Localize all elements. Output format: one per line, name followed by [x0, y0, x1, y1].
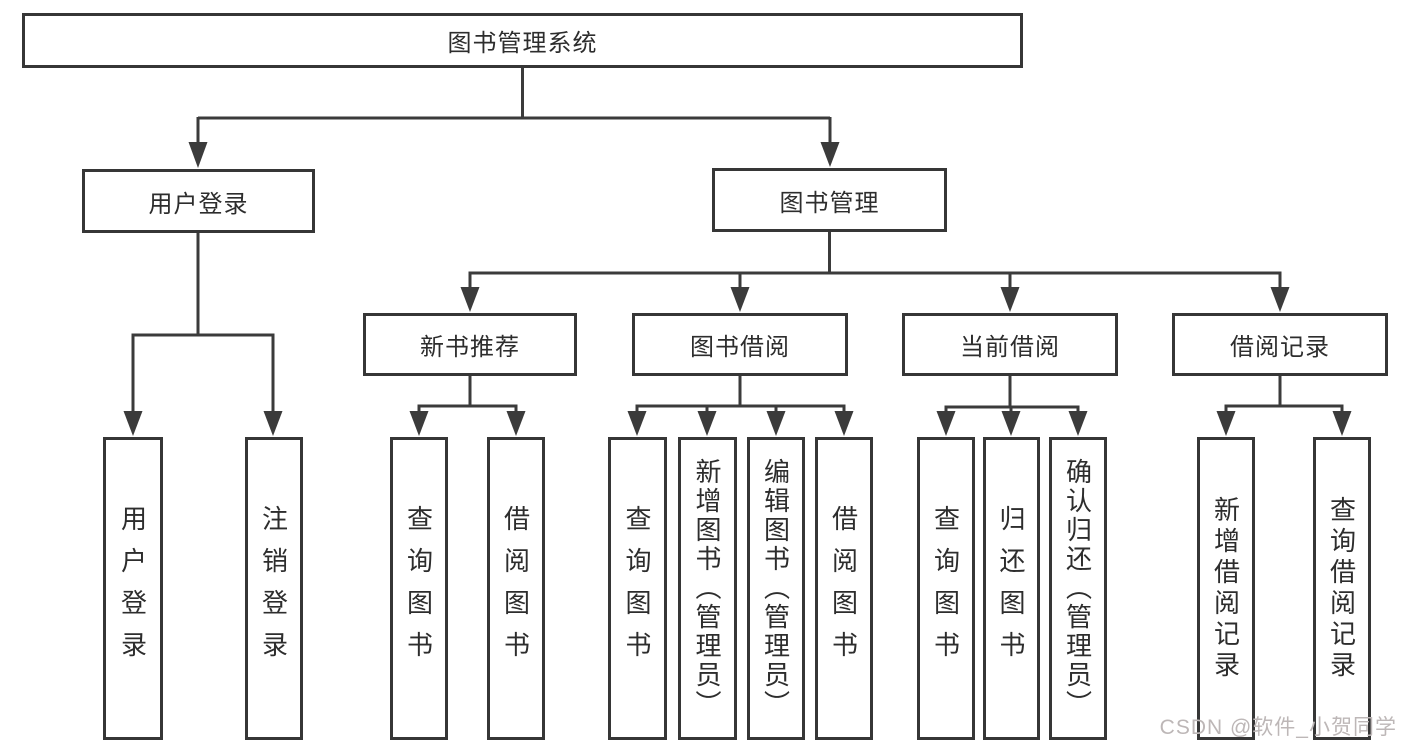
leaf-return-books: 归还图书 [983, 437, 1040, 740]
leaf-logout: 注销登录 [245, 437, 303, 740]
arrowhead [188, 142, 208, 168]
leaf-edit-books-admin: 编辑图书（管理员） [747, 437, 805, 740]
leaf-add-borrow-record: 新增借阅记录 [1197, 437, 1255, 740]
node-label: 用户登录 [117, 504, 148, 673]
node-current-borrowing: 当前借阅 [902, 313, 1118, 376]
node-label: 查询图书 [930, 504, 961, 673]
arrowhead [409, 411, 429, 436]
connector-root-to-level2 [188, 68, 840, 168]
leaf-query-borrow-record: 查询借阅记录 [1313, 437, 1371, 740]
leaf-query-books-1: 查询图书 [390, 437, 448, 740]
node-label: 图书借阅 [690, 334, 790, 361]
arrowhead [697, 411, 717, 436]
node-label: 当前借阅 [960, 334, 1060, 361]
arrowhead [263, 411, 283, 436]
node-label: 新书推荐 [420, 334, 520, 361]
node-library-management-system: 图书管理系统 [22, 13, 1023, 68]
leaf-borrow-books-1: 借阅图书 [487, 437, 545, 740]
leaf-user-login: 用户登录 [103, 437, 163, 740]
arrowhead [123, 411, 143, 436]
node-label: 借阅图书 [828, 504, 859, 673]
connector-borrow-records-branch [1216, 376, 1352, 436]
csdn-watermark: CSDN @软件_小贺同学 [1159, 716, 1397, 739]
connector-user-login-branch [123, 233, 283, 436]
arrowhead [506, 411, 526, 436]
leaf-add-books-admin: 新增图书（管理员） [678, 437, 737, 740]
node-borrowing-records: 借阅记录 [1172, 313, 1388, 376]
leaf-query-books-3: 查询图书 [917, 437, 975, 740]
arrowhead [834, 411, 854, 436]
node-label: 图书管理系统 [447, 30, 598, 57]
node-label: 图书管理 [779, 189, 880, 217]
node-label: 借阅记录 [1230, 334, 1330, 361]
node-label: 查询图书 [403, 504, 434, 673]
arrowhead [1001, 411, 1021, 436]
connector-book-borrow-branch [627, 376, 854, 436]
node-label: 查询借阅记录 [1326, 495, 1357, 682]
node-label: 归还图书 [996, 504, 1026, 673]
node-label: 注销登录 [258, 504, 289, 673]
arrowhead [1000, 287, 1020, 312]
node-book-management: 图书管理 [712, 168, 947, 232]
arrowhead [627, 411, 647, 436]
node-label: 用户登录 [148, 190, 249, 218]
node-book-borrowing: 图书借阅 [632, 313, 848, 376]
arrowhead [766, 411, 786, 436]
connector-book-mgmt-branch [460, 232, 1290, 312]
arrowhead [730, 287, 750, 312]
node-label: 新增借阅记录 [1210, 495, 1241, 682]
node-new-book-recommendation: 新书推荐 [363, 313, 577, 376]
leaf-borrow-books-2: 借阅图书 [815, 437, 873, 740]
leaf-confirm-return-admin: 确认归还（管理员） [1049, 437, 1107, 740]
node-label: 新增图书（管理员） [692, 458, 722, 719]
connector-new-book-branch [409, 376, 526, 436]
arrowhead [1270, 287, 1290, 312]
leaf-query-books-2: 查询图书 [608, 437, 667, 740]
arrowhead [936, 411, 956, 436]
node-label: 编辑图书（管理员） [760, 458, 791, 719]
node-label: 查询图书 [622, 504, 652, 673]
arrowhead [1216, 411, 1236, 436]
node-label: 借阅图书 [500, 504, 531, 673]
node-user-login: 用户登录 [82, 169, 315, 233]
arrowhead [1068, 411, 1088, 436]
arrowhead [460, 287, 480, 312]
arrowhead [820, 142, 840, 167]
arrowhead [1332, 411, 1352, 436]
node-label: 确认归还（管理员） [1062, 458, 1093, 719]
connector-current-borrow-branch [936, 376, 1088, 436]
